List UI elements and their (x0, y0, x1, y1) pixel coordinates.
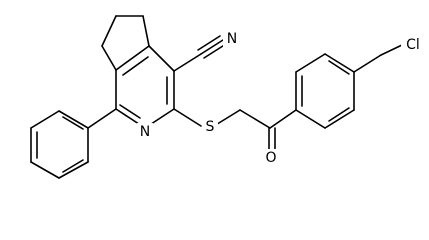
atom-labels: N N S O Cl (136, 30, 425, 167)
cyclopentane-ring (101, 15, 150, 71)
pyridine-nitrogen-label: N (140, 124, 150, 140)
bond (30, 110, 60, 129)
bond (295, 109, 326, 129)
bond (87, 108, 117, 129)
nitrile-group (173, 35, 227, 72)
bond (119, 104, 141, 119)
bond (328, 107, 350, 122)
bond (62, 116, 84, 130)
bond (142, 15, 150, 47)
pyridine-ring (115, 45, 175, 129)
bond (173, 108, 202, 127)
bond (380, 44, 403, 56)
oxygen-label: O (265, 150, 276, 166)
bond (101, 45, 117, 71)
bond (62, 159, 84, 173)
bond (101, 15, 117, 47)
bond (148, 45, 175, 72)
chlorine-label: Cl (406, 37, 420, 53)
thioether-chain (173, 108, 297, 151)
bond (30, 161, 60, 179)
bond (122, 56, 149, 76)
nitrile-nitrogen-label: N (227, 31, 237, 47)
bond (115, 45, 150, 71)
bond (353, 54, 382, 73)
bond (213, 109, 241, 127)
bond (328, 60, 350, 75)
chlorophenyl-ring (295, 44, 403, 129)
sulfur-label: S (206, 119, 215, 135)
bond (197, 35, 221, 51)
bond (269, 109, 297, 129)
bond (239, 109, 271, 129)
phenyl-ring (30, 108, 117, 179)
bond (324, 53, 355, 73)
bond (173, 53, 202, 72)
bond (203, 43, 227, 59)
molecule-structure: N N S O Cl (30, 15, 425, 179)
bond (58, 110, 89, 129)
bond (295, 53, 326, 73)
bond (200, 39, 224, 55)
bond (58, 161, 89, 179)
bond (324, 109, 355, 129)
